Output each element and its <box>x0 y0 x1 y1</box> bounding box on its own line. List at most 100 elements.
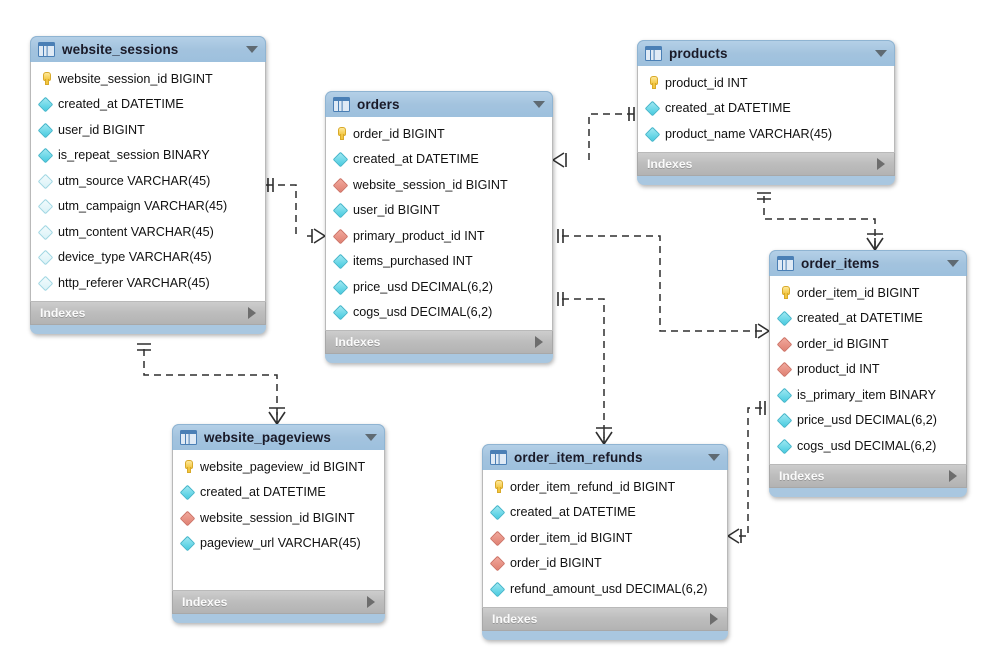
column-list: website_pageview_id BIGINT created_at DA… <box>172 450 385 591</box>
table-title: order_item_refunds <box>514 450 643 465</box>
wire-sessions-pageviews <box>143 349 278 418</box>
table-row[interactable]: utm_content VARCHAR(45) <box>31 219 265 245</box>
table-row[interactable]: created_at DATETIME <box>326 147 552 173</box>
table-row[interactable]: order_item_id BIGINT <box>770 280 966 306</box>
table-row[interactable]: order_id BIGINT <box>326 121 552 147</box>
foreign-key-icon <box>489 530 506 547</box>
indexes-section[interactable]: Indexes <box>172 591 385 614</box>
table-header-website-sessions[interactable]: website_sessions <box>30 36 266 62</box>
not-null-column-icon <box>776 310 793 327</box>
chevron-down-icon[interactable] <box>533 101 545 108</box>
not-null-column-icon <box>332 202 349 219</box>
table-icon <box>38 42 55 57</box>
nullable-column-icon <box>37 249 54 266</box>
table-header-orders[interactable]: orders <box>325 91 553 117</box>
nullable-column-icon <box>37 198 54 215</box>
table-row[interactable]: order_item_refund_id BIGINT <box>483 474 727 500</box>
table-row[interactable]: product_name VARCHAR(45) <box>638 121 894 147</box>
table-header-products[interactable]: products <box>637 40 895 66</box>
table-header-website-pageviews[interactable]: website_pageviews <box>172 424 385 450</box>
chevron-right-icon[interactable] <box>949 469 957 482</box>
table-order-items[interactable]: order_items order_item_id BIGINT created… <box>769 250 967 497</box>
primary-key-icon <box>181 460 194 474</box>
table-website-sessions[interactable]: website_sessions website_session_id BIGI… <box>30 36 266 334</box>
table-icon <box>645 46 662 61</box>
table-header-order-item-refunds[interactable]: order_item_refunds <box>482 444 728 470</box>
table-row[interactable]: cogs_usd DECIMAL(6,2) <box>326 300 552 326</box>
table-row[interactable]: user_id BIGINT <box>326 198 552 224</box>
indexes-section[interactable]: Indexes <box>30 301 266 325</box>
table-row[interactable]: refund_amount_usd DECIMAL(6,2) <box>483 576 727 602</box>
table-row[interactable]: product_id INT <box>770 357 966 383</box>
table-row[interactable]: price_usd DECIMAL(6,2) <box>326 274 552 300</box>
table-row[interactable]: order_id BIGINT <box>770 331 966 357</box>
cardinality-one-orderitems-refunds <box>759 401 766 415</box>
table-row[interactable]: order_item_id BIGINT <box>483 525 727 551</box>
chevron-right-icon[interactable] <box>877 157 885 170</box>
table-row[interactable]: is_primary_item BINARY <box>770 382 966 408</box>
table-header-order-items[interactable]: order_items <box>769 250 967 276</box>
cardinality-one-products <box>628 107 635 121</box>
table-icon <box>777 256 794 271</box>
column-list: order_item_refund_id BIGINT created_at D… <box>482 470 728 608</box>
table-row[interactable]: pageview_url VARCHAR(45) <box>173 531 384 557</box>
table-row[interactable]: created_at DATETIME <box>31 92 265 118</box>
indexes-section[interactable]: Indexes <box>482 607 728 631</box>
indexes-section[interactable]: Indexes <box>637 152 895 176</box>
cardinality-many-orders <box>307 228 326 244</box>
indexes-section[interactable]: Indexes <box>769 464 967 488</box>
table-row[interactable]: website_session_id BIGINT <box>173 505 384 531</box>
foreign-key-icon <box>489 555 506 572</box>
table-row[interactable]: website_session_id BIGINT <box>326 172 552 198</box>
not-null-column-icon <box>776 438 793 455</box>
chevron-down-icon[interactable] <box>708 454 720 461</box>
table-row[interactable]: http_referer VARCHAR(45) <box>31 270 265 296</box>
cardinality-one-sessions-orders <box>267 178 274 192</box>
chevron-right-icon[interactable] <box>535 336 543 348</box>
table-row[interactable]: items_purchased INT <box>326 249 552 275</box>
foreign-key-icon <box>776 336 793 353</box>
table-orders[interactable]: orders order_id BIGINT created_at DATETI… <box>325 91 553 363</box>
table-row[interactable]: product_id INT <box>638 70 894 96</box>
primary-key-icon <box>334 127 347 141</box>
table-row[interactable]: user_id BIGINT <box>31 117 265 143</box>
chevron-down-icon[interactable] <box>875 50 887 57</box>
indexes-section[interactable]: Indexes <box>325 331 553 354</box>
table-row[interactable]: website_session_id BIGINT <box>31 66 265 92</box>
column-list: website_session_id BIGINT created_at DAT… <box>30 62 266 302</box>
not-null-column-icon <box>776 387 793 404</box>
primary-key-icon <box>778 286 791 300</box>
table-row[interactable]: created_at DATETIME <box>638 96 894 122</box>
table-row[interactable]: utm_source VARCHAR(45) <box>31 168 265 194</box>
table-row[interactable]: website_pageview_id BIGINT <box>173 454 384 480</box>
table-row[interactable]: primary_product_id INT <box>326 223 552 249</box>
chevron-down-icon[interactable] <box>246 46 258 53</box>
table-row[interactable]: created_at DATETIME <box>173 480 384 506</box>
table-order-item-refunds[interactable]: order_item_refunds order_item_refund_id … <box>482 444 728 640</box>
table-website-pageviews[interactable]: website_pageviews website_pageview_id BI… <box>172 424 385 623</box>
wire-orders-orderitems <box>562 235 762 332</box>
table-row[interactable]: cogs_usd DECIMAL(6,2) <box>770 433 966 459</box>
table-row[interactable]: created_at DATETIME <box>770 306 966 332</box>
chevron-right-icon[interactable] <box>710 612 718 625</box>
table-products[interactable]: products product_id INT created_at DATET… <box>637 40 895 185</box>
cardinality-one-products-orderitems <box>757 192 771 200</box>
chevron-right-icon[interactable] <box>248 306 256 319</box>
table-row[interactable]: device_type VARCHAR(45) <box>31 245 265 271</box>
not-null-column-icon <box>776 412 793 429</box>
table-row[interactable]: created_at DATETIME <box>483 500 727 526</box>
chevron-down-icon[interactable] <box>365 434 377 441</box>
foreign-key-icon <box>179 510 196 527</box>
chevron-right-icon[interactable] <box>367 596 375 608</box>
table-row[interactable]: order_id BIGINT <box>483 551 727 577</box>
chevron-down-icon[interactable] <box>947 260 959 267</box>
nullable-column-icon <box>37 275 54 292</box>
table-row[interactable]: is_repeat_session BINARY <box>31 143 265 169</box>
table-row[interactable]: utm_campaign VARCHAR(45) <box>31 194 265 220</box>
not-null-column-icon <box>179 535 196 552</box>
primary-key-icon <box>491 480 504 494</box>
table-row[interactable]: price_usd DECIMAL(6,2) <box>770 408 966 434</box>
primary-key-icon <box>646 76 659 90</box>
